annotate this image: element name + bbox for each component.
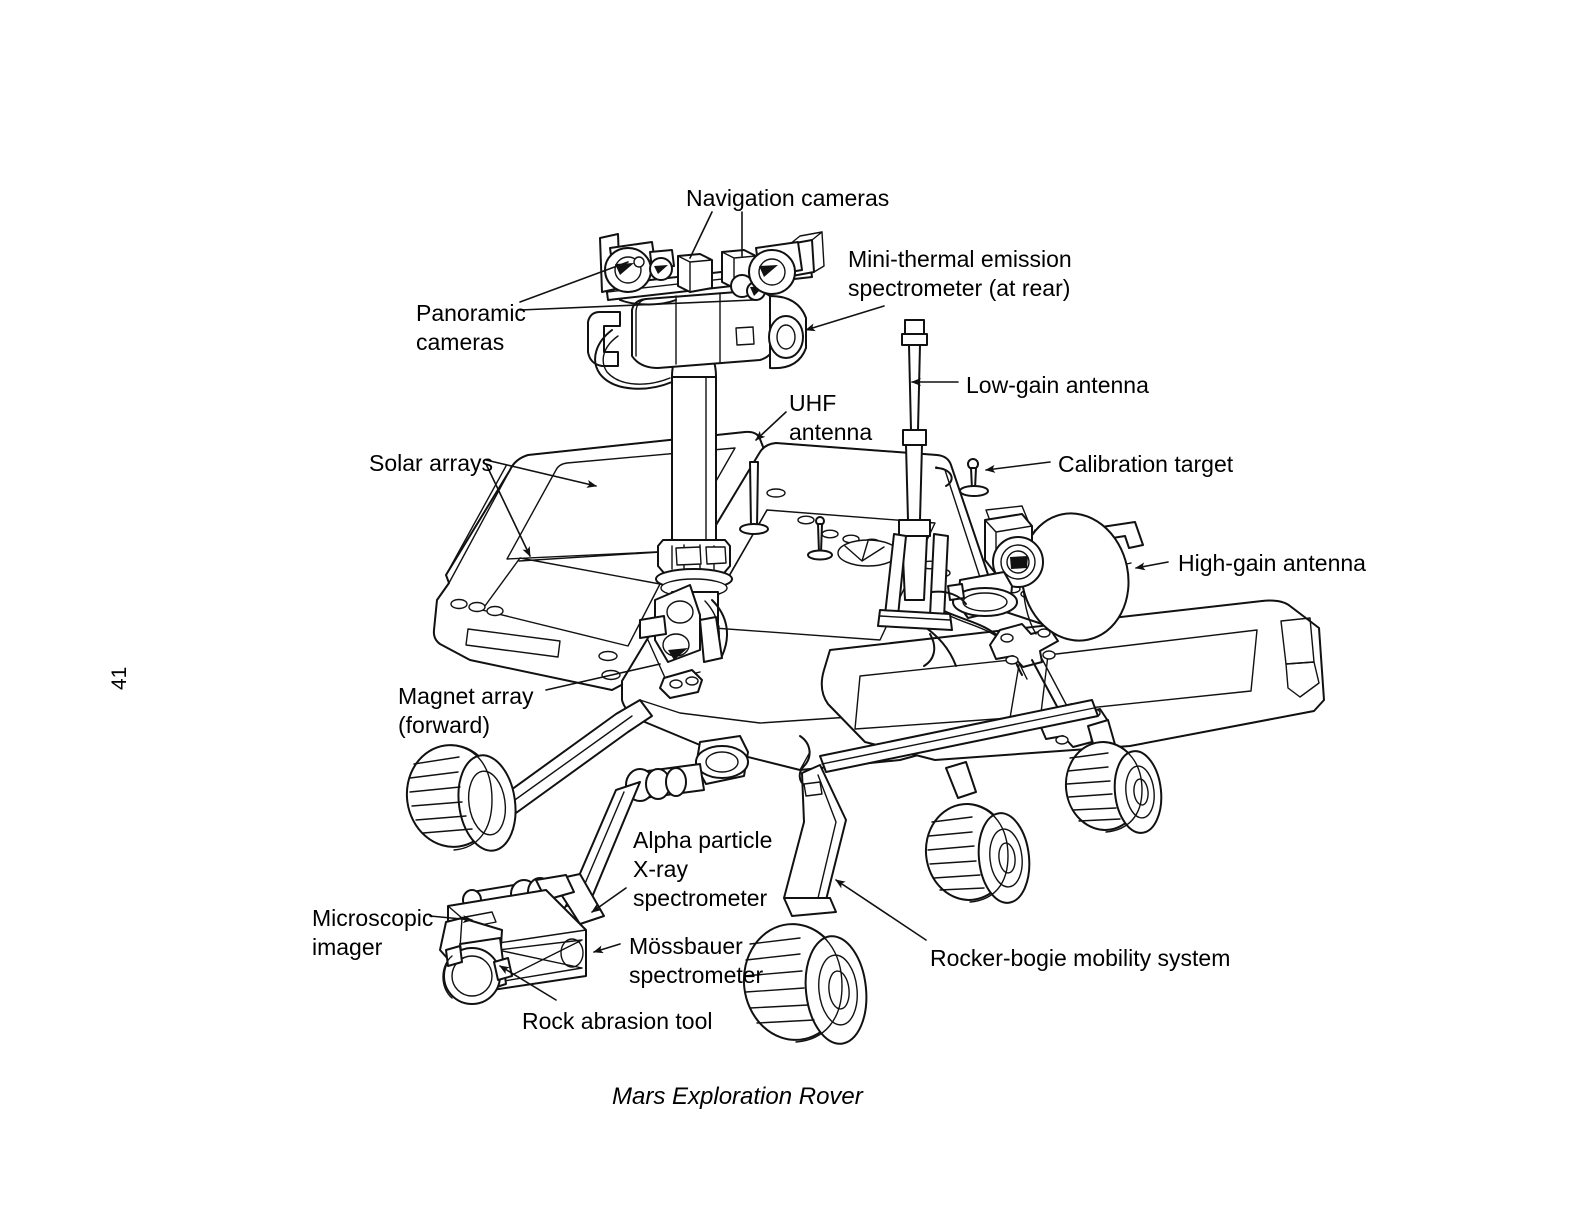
callout-label-calibration-target: Calibration target [1058,451,1234,477]
callout-label-mossbauer-spectrometer: Mössbauer spectrometer [629,933,764,988]
under-deck-cable [798,633,936,797]
uhf-antenna [739,461,769,535]
callout-label-rock-abrasion-tool: Rock abrasion tool [522,1008,713,1034]
deck-post-secondary [807,516,833,561]
high-gain-antenna [931,512,1130,642]
instrument-turret [439,873,605,1005]
low-gain-antenna [877,319,953,631]
magnet-array-forward [639,584,723,699]
rocker-bogie-right-rear [819,699,1163,834]
callout-label-low-gain-antenna: Low-gain antenna [966,372,1149,398]
callout-label-alpha-particle-xray-spectrometer: Alpha particle X-ray spectrometer [633,827,773,911]
callout-label-high-gain-antenna: High-gain antenna [1178,550,1366,576]
camera-bar-assembly [587,231,825,390]
callout-label-navigation-cameras: Navigation cameras [686,185,890,211]
page-folio: 41 [108,666,131,690]
callout-label-mini-tes: Mini-thermal emission spectrometer (at r… [848,246,1072,301]
rocker-bogie-left-rear [742,764,868,1045]
figure-caption: Mars Exploration Rover [612,1083,863,1110]
callout-label-magnet-array-forward: Magnet array (forward) [398,683,534,738]
callout-label-panoramic-cameras: Panoramic cameras [416,300,526,355]
rocker-bogie-left-front [405,699,653,852]
leader-lines [429,211,1169,1001]
callout-label-rocker-bogie: Rocker-bogie mobility system [930,945,1231,971]
callout-label-microscopic-imager: Microscopic imager [312,905,434,960]
callout-label-uhf-antenna: UHF antenna [789,390,873,445]
solar-array-right-wing [820,599,1325,761]
instrument-deployment-arm [547,735,749,931]
callout-label-solar-arrays: Solar arrays [369,450,493,476]
rocker-bogie-right-middle [924,761,1031,904]
calibration-target [959,458,989,497]
